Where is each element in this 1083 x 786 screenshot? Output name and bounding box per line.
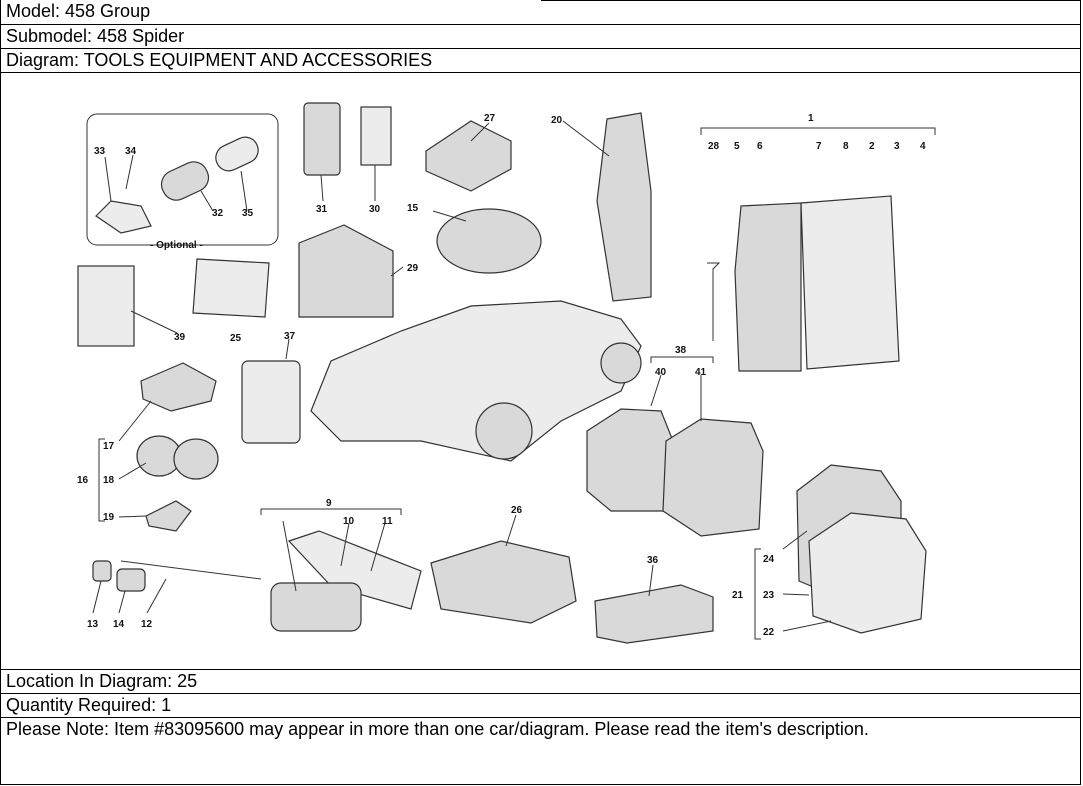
- storage-case: [594, 584, 714, 644]
- callout-41: 41: [695, 367, 707, 378]
- tool-roll-left: [734, 202, 802, 372]
- diagram-title-row: Diagram: TOOLS EQUIPMENT AND ACCESSORIES: [0, 48, 1081, 73]
- duffel-bag: [430, 540, 577, 624]
- callout-22: 22: [763, 627, 775, 638]
- location-row: Location In Diagram: 25: [0, 669, 1081, 694]
- callout-9: 9: [326, 498, 332, 509]
- callout-25: 25: [230, 333, 242, 344]
- wheel-wrench: [120, 560, 262, 580]
- callout-37: 37: [284, 331, 296, 342]
- golf-bag: [596, 112, 652, 302]
- owner-manual: [360, 106, 392, 166]
- callout-8: 8: [843, 141, 849, 152]
- callout-14: 14: [113, 619, 125, 630]
- exploded-view-drawing: - Optional -: [77, 102, 936, 644]
- key-tag-set: [241, 360, 301, 444]
- callout-20: 20: [551, 115, 563, 126]
- callout-28: 28: [708, 141, 720, 152]
- optional-kit-box: [86, 113, 279, 246]
- callout-13: 13: [87, 619, 99, 630]
- callout-38: 38: [675, 345, 687, 356]
- callout-33: 33: [94, 146, 106, 157]
- socket-13: [92, 560, 112, 582]
- callout-23: 23: [763, 590, 775, 601]
- car-cover-pack: [425, 120, 512, 192]
- callout-39: 39: [174, 332, 186, 343]
- callout-3: 3: [894, 141, 900, 152]
- callout-32: 32: [212, 208, 224, 219]
- front-wheel: [475, 402, 533, 460]
- callout-10: 10: [343, 516, 355, 527]
- socket-14: [116, 568, 146, 592]
- callout-17: 17: [103, 441, 115, 452]
- callout-26: 26: [511, 505, 523, 516]
- callout-2: 2: [869, 141, 875, 152]
- note-row: Please Note: Item #83095600 may appear i…: [0, 717, 1081, 785]
- booklet-item-25: [192, 258, 270, 318]
- callout-40: 40: [655, 367, 667, 378]
- tow-hook: [707, 262, 721, 341]
- parts-diagram: - Optional -: [0, 72, 1081, 670]
- snow-chain-holder: [95, 200, 152, 234]
- tool-roll-right: [800, 195, 900, 370]
- callout-27: 27: [484, 113, 496, 124]
- seat-cover-2: [173, 438, 219, 480]
- callout-24: 24: [763, 554, 775, 565]
- garment-bag: [298, 224, 394, 318]
- callout-4: 4: [920, 141, 926, 152]
- submodel-row: Submodel: 458 Spider: [0, 24, 1081, 49]
- callout-29: 29: [407, 263, 419, 274]
- gloves: [145, 500, 192, 532]
- bracket-21: [754, 548, 761, 640]
- model-row: Model: 458 Group: [0, 0, 1081, 25]
- callout-35: 35: [242, 208, 254, 219]
- bracket-9: [260, 508, 402, 515]
- callout-5: 5: [734, 141, 740, 152]
- optional-label: - Optional -: [150, 240, 203, 251]
- callout-1: 1: [808, 113, 814, 124]
- callout-15: 15: [407, 203, 419, 214]
- extinguisher-cap: [215, 136, 259, 172]
- callout-18: 18: [103, 475, 115, 486]
- callout-11: 11: [382, 516, 393, 527]
- bracket-38: [650, 356, 714, 363]
- sealant-bag: [287, 530, 422, 610]
- luggage-set-front: [808, 512, 927, 634]
- leaflet-pack: [77, 265, 135, 347]
- top-border: [541, 0, 1081, 1]
- callout-6: 6: [757, 141, 763, 152]
- callout-36: 36: [647, 555, 659, 566]
- bag-40: [586, 408, 674, 512]
- callout-21: 21: [732, 590, 744, 601]
- quantity-row: Quantity Required: 1: [0, 693, 1081, 718]
- bracket-16: [98, 438, 105, 522]
- callout-19: 19: [103, 512, 115, 523]
- callout-7: 7: [816, 141, 822, 152]
- rear-wheel: [600, 342, 642, 384]
- tyre-compressor: [270, 582, 362, 632]
- callout-12: 12: [141, 619, 153, 630]
- bracket-1: [700, 127, 936, 135]
- callout-34: 34: [125, 146, 137, 157]
- wheel-cover: [436, 208, 542, 274]
- bag-41: [662, 418, 764, 537]
- callout-30: 30: [369, 204, 381, 215]
- car-458-spider: [310, 300, 642, 462]
- document-wallet: [303, 102, 341, 176]
- fire-extinguisher: [160, 161, 210, 201]
- callout-16: 16: [77, 475, 89, 486]
- car-blanket: [140, 362, 217, 412]
- callout-31: 31: [316, 204, 328, 215]
